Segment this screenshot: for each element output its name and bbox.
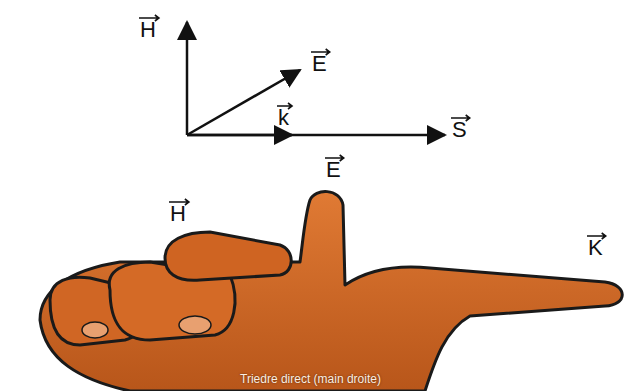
vector-label: k	[278, 104, 289, 129]
e-vector	[187, 70, 300, 135]
finger-nail	[179, 316, 211, 334]
vector-label: H	[140, 16, 156, 41]
vector-axes	[187, 22, 445, 135]
vector-label: H	[170, 200, 186, 225]
k-vector	[187, 134, 292, 137]
s-vector	[187, 134, 445, 137]
middle-finger	[165, 232, 291, 280]
vector-label: E	[326, 156, 341, 181]
finger-nail	[82, 322, 108, 338]
caption: Triedre direct (main droite)	[240, 372, 381, 386]
h-vector	[186, 22, 189, 135]
right-hand	[40, 192, 622, 391]
vector-label: E	[312, 50, 327, 75]
vector-label: S	[452, 116, 467, 141]
palm	[40, 192, 622, 391]
vector-label: K	[588, 234, 603, 259]
